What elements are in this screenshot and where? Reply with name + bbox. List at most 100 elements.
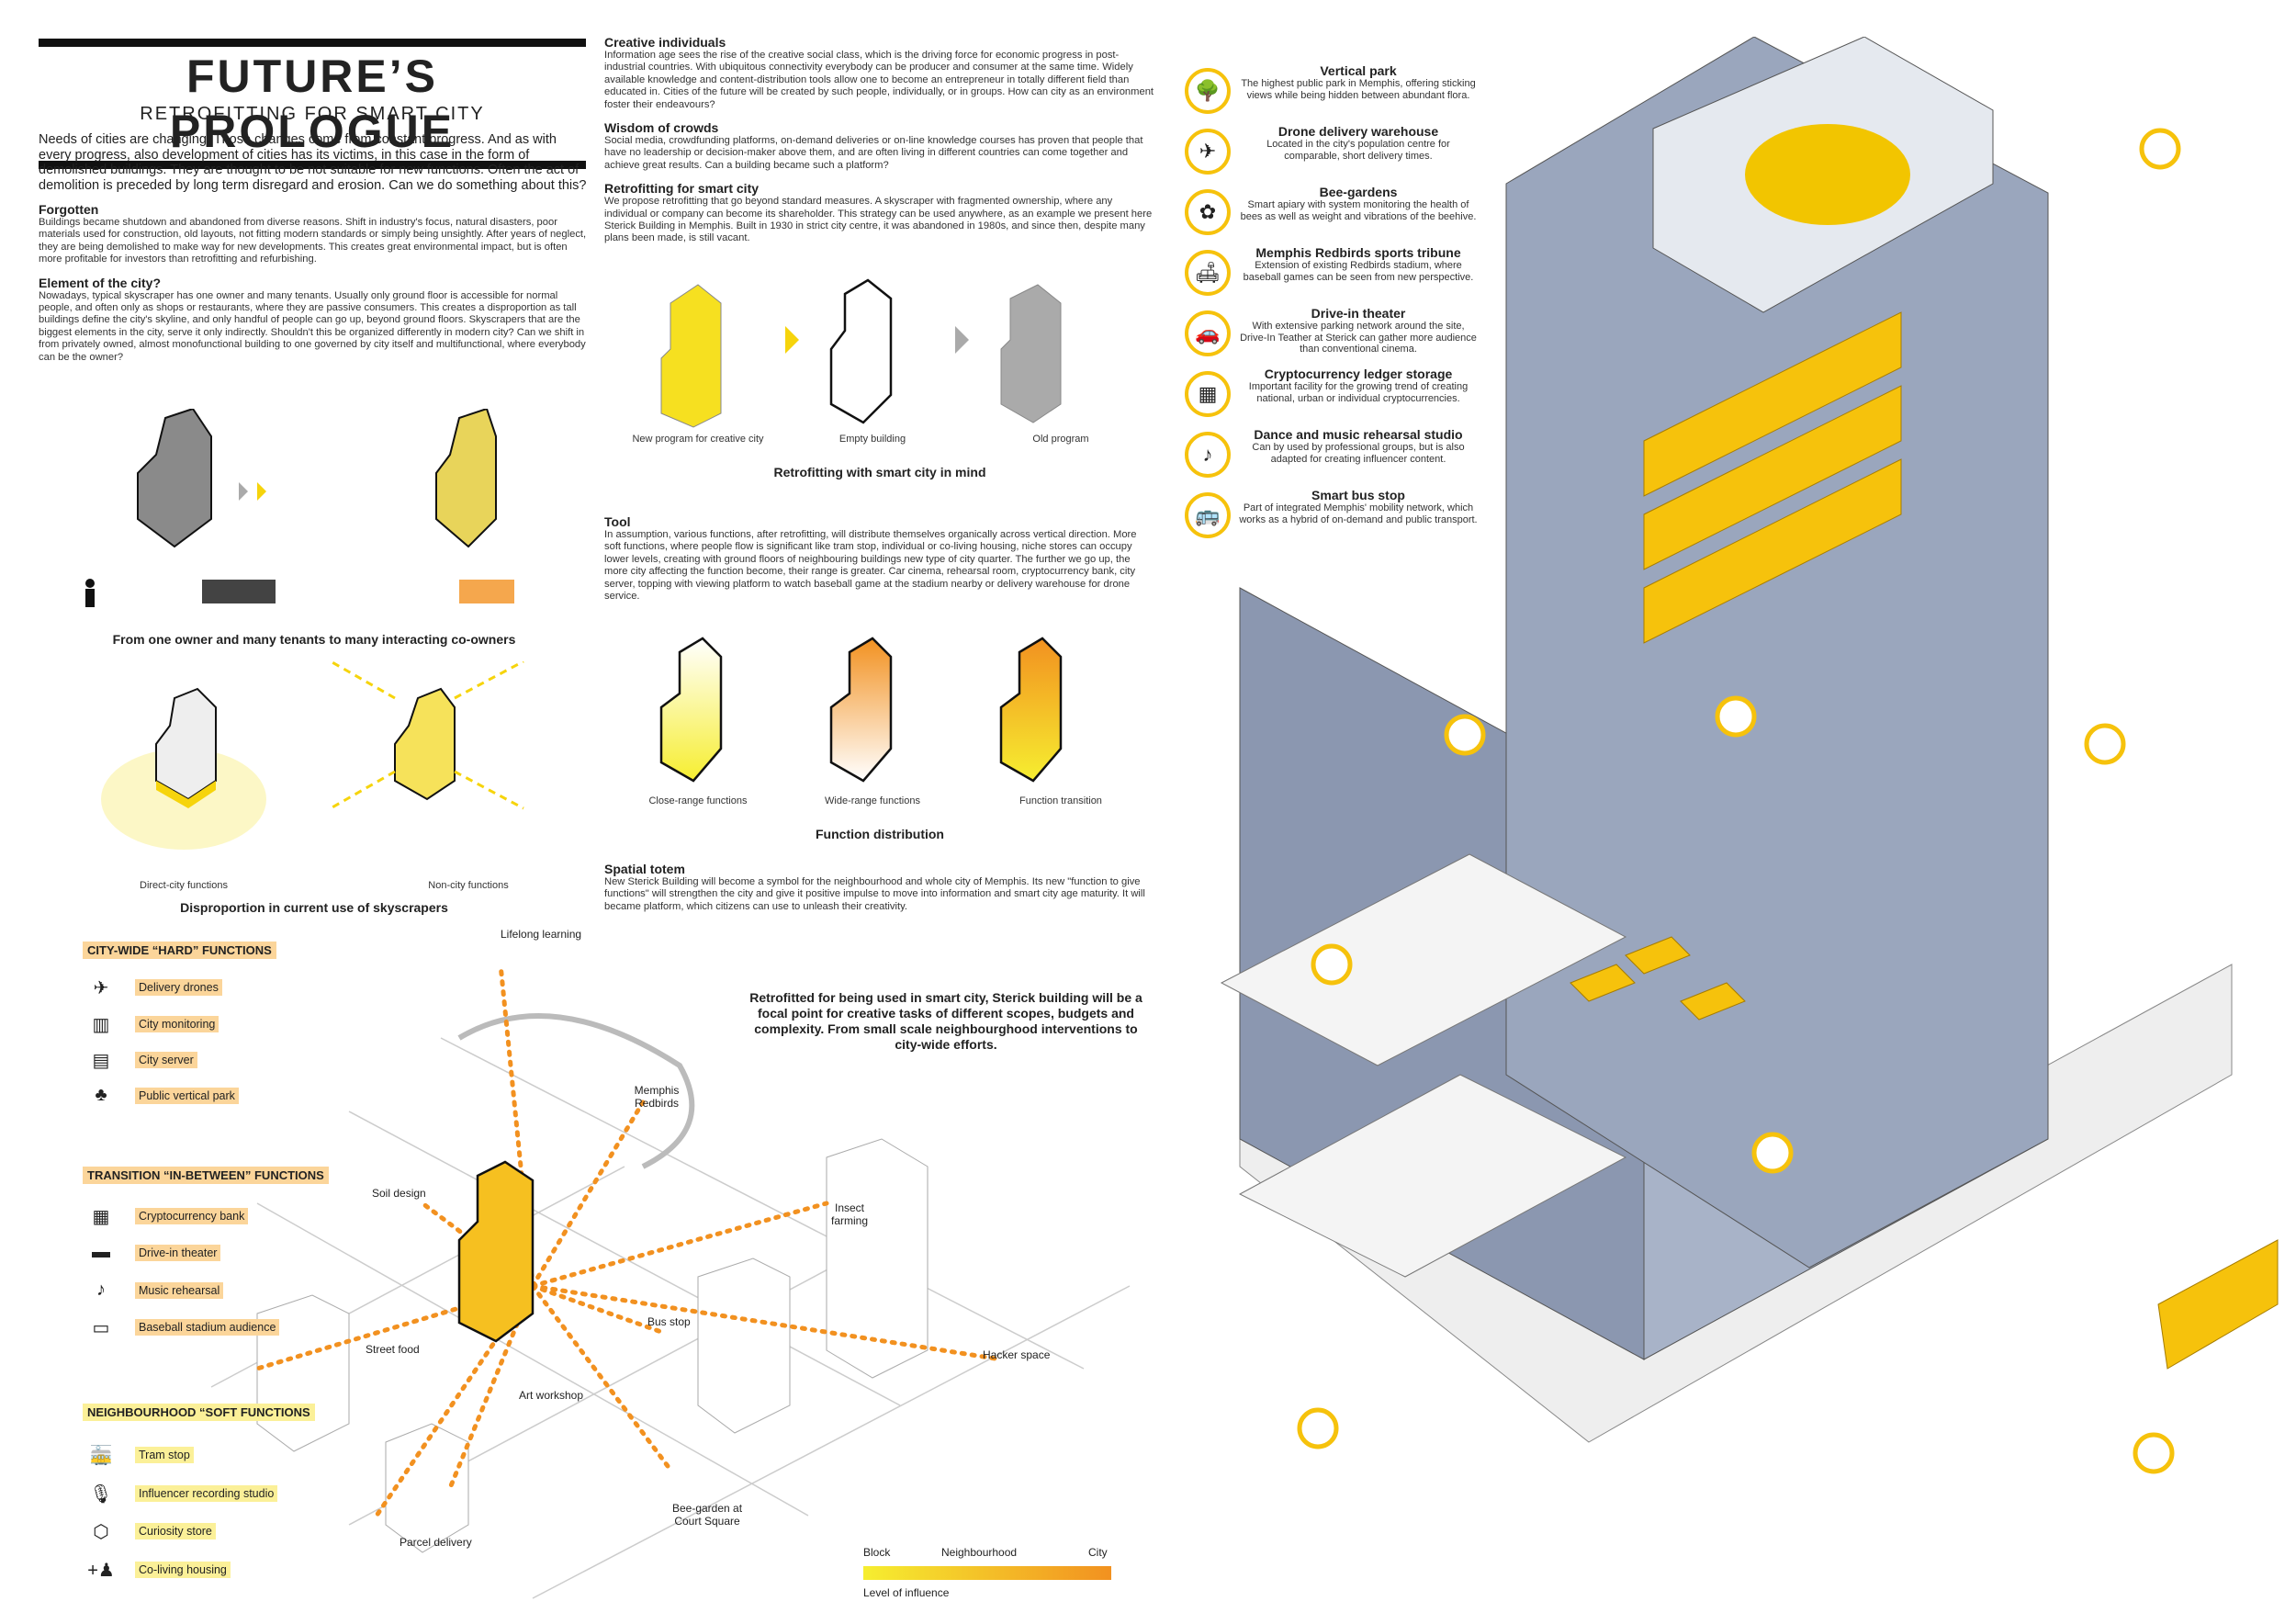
legend-title: Cryptocurrency ledger storage xyxy=(1264,367,1453,381)
microphone-icon: 🎙 xyxy=(89,1484,113,1505)
left-text-column: Needs of cities are changing. Those chan… xyxy=(39,132,590,373)
legend-title: Memphis Redbirds sports tribune xyxy=(1255,245,1461,260)
section-title: Creative individuals xyxy=(604,35,726,50)
soft-functions-title: NEIGHBOURHOOD “SOFT FUNCTIONS xyxy=(83,1404,315,1421)
legend-title: Bee-gardens xyxy=(1319,185,1398,199)
function-label: Baseball stadium audience xyxy=(135,1319,280,1336)
function-item: ♣ Public vertical park xyxy=(87,1085,363,1109)
tree-icon: ♣ xyxy=(95,1085,107,1105)
section-retrofit: Retrofitting for smart city We propose r… xyxy=(604,181,1155,245)
function-label: Public vertical park xyxy=(135,1088,239,1104)
function-label: City monitoring xyxy=(135,1016,219,1032)
scale-caption: Level of influence xyxy=(863,1586,950,1599)
function-item: 🎙 Influencer recording studio xyxy=(87,1483,363,1506)
legend-description: Located in the city's population centre … xyxy=(1266,139,1450,162)
car-icon: ▬ xyxy=(92,1242,110,1262)
grey-building xyxy=(137,409,212,548)
music-note-icon: ♪ xyxy=(96,1280,106,1300)
section-text: We propose retrofitting that go beyond s… xyxy=(604,196,1153,244)
section-text: Information age sees the rise of the cre… xyxy=(604,50,1154,110)
map-label-street-food: Street food xyxy=(366,1343,420,1356)
car-icon: 🚗 xyxy=(1185,310,1231,356)
section-element: Element of the city? Nowadays, typical s… xyxy=(39,276,590,364)
map-label-soil-design: Soil design xyxy=(372,1187,426,1200)
function-item: ▬ Drive-in theater xyxy=(87,1242,363,1266)
legend-description: The highest public park in Memphis, offe… xyxy=(1241,78,1476,101)
legend-description: Can by used by professional groups, but … xyxy=(1252,442,1465,465)
legend-description: Extension of existing Redbirds stadium, … xyxy=(1243,260,1474,283)
non-city-caption: Non-city functions xyxy=(428,880,509,891)
cash-register-icon: ▦ xyxy=(92,1207,110,1227)
poster-title: FUTURE’S PROLOGUE xyxy=(39,39,586,169)
wide-range-caption: Wide-range functions xyxy=(825,795,920,806)
map-label-bee-garden: Bee-garden at Court Square xyxy=(671,1502,743,1528)
section-forgotten: Forgotten Buildings became shutdown and … xyxy=(39,202,590,266)
section-text: Social media, crowdfunding platforms, on… xyxy=(604,135,1143,171)
bee-icon: ✿ xyxy=(1185,189,1231,235)
bus-clock-icon: 🚌 xyxy=(1185,492,1231,538)
section-text: New Sterick Building will become a symbo… xyxy=(604,876,1145,912)
city-map xyxy=(210,962,1131,1599)
function-label: Drive-in theater xyxy=(135,1245,221,1261)
function-item: ▭Baseball stadium audience xyxy=(87,1316,363,1340)
section-text: Buildings became shutdown and abandoned … xyxy=(39,217,587,265)
function-label: Music rehearsal xyxy=(135,1282,224,1299)
function-transition-caption: Function transition xyxy=(1019,795,1102,806)
disproportion-diagram xyxy=(101,661,524,850)
legend-title: Dance and music rehearsal studio xyxy=(1254,427,1463,442)
function-item: ⬡ Curiosity store xyxy=(87,1520,363,1544)
scale-label-neighbourhood: Neighbourhood xyxy=(941,1546,1018,1559)
section-title: Retrofitting for smart city xyxy=(604,181,760,197)
function-item: ♪ Music rehearsal xyxy=(87,1280,363,1303)
cube-icon: ⬡ xyxy=(93,1522,109,1542)
section-title: Element of the city? xyxy=(39,275,162,290)
legend-description: Important facility for the growing trend… xyxy=(1248,381,1469,404)
section-text: Nowadays, typical skyscraper has one own… xyxy=(39,289,586,363)
middle-text-column: Creative individuals Information age see… xyxy=(604,35,1155,254)
section-title: Tool xyxy=(604,514,631,529)
function-label: Curiosity store xyxy=(135,1523,216,1539)
close-range-caption: Close-range functions xyxy=(648,795,748,806)
legend-description: Smart apiary with system monitoring the … xyxy=(1240,199,1477,222)
hard-functions-title: CITY-WIDE “HARD” FUNCTIONS xyxy=(83,942,276,959)
map-label-lifelong-learning: Lifelong learning xyxy=(501,928,582,941)
function-item: ✈Delivery drones xyxy=(87,976,363,1000)
cash-register-icon: ▦ xyxy=(1185,371,1231,417)
disproportion-caption: Disproportion in current use of skyscrap… xyxy=(180,900,448,915)
function-label: Influencer recording studio xyxy=(135,1485,278,1502)
section-title: Wisdom of crowds xyxy=(604,120,719,136)
map-label-memphis-redbirds: Memphis Redbirds xyxy=(634,1084,680,1110)
section-title: Forgotten xyxy=(39,202,99,217)
influence-scale-bar xyxy=(863,1566,1111,1580)
function-item: ▥City monitoring xyxy=(87,1013,363,1037)
function-item: ▦ Cryptocurrency bank xyxy=(87,1205,363,1229)
legend-title: Vertical park xyxy=(1320,63,1397,78)
legend-title: Smart bus stop xyxy=(1311,488,1405,502)
function-label: City server xyxy=(135,1052,197,1068)
function-label: Cryptocurrency bank xyxy=(135,1208,249,1224)
retrofit-diagram xyxy=(660,278,1062,428)
map-statement: Retrofitted for being used in smart city… xyxy=(749,990,1142,1052)
retrofit-caption: Retrofitting with smart city in mind xyxy=(773,465,986,479)
old-program-caption: Old program xyxy=(1032,434,1089,445)
function-label: Delivery drones xyxy=(135,979,222,996)
function-item: 🚋Tram stop xyxy=(87,1444,363,1468)
function-label: Tram stop xyxy=(135,1447,194,1463)
intro-text: Needs of cities are changing. Those chan… xyxy=(39,132,587,193)
ownership-caption: From one owner and many tenants to many … xyxy=(112,632,516,647)
map-label-insect-farming: Insect farming xyxy=(830,1201,868,1227)
vertical-park-trees xyxy=(1745,124,1910,225)
distribution-caption: Function distribution xyxy=(816,827,944,841)
legend-description: Part of integrated Memphis' mobility net… xyxy=(1239,502,1478,525)
new-program-caption: New program for creative city xyxy=(632,434,764,445)
